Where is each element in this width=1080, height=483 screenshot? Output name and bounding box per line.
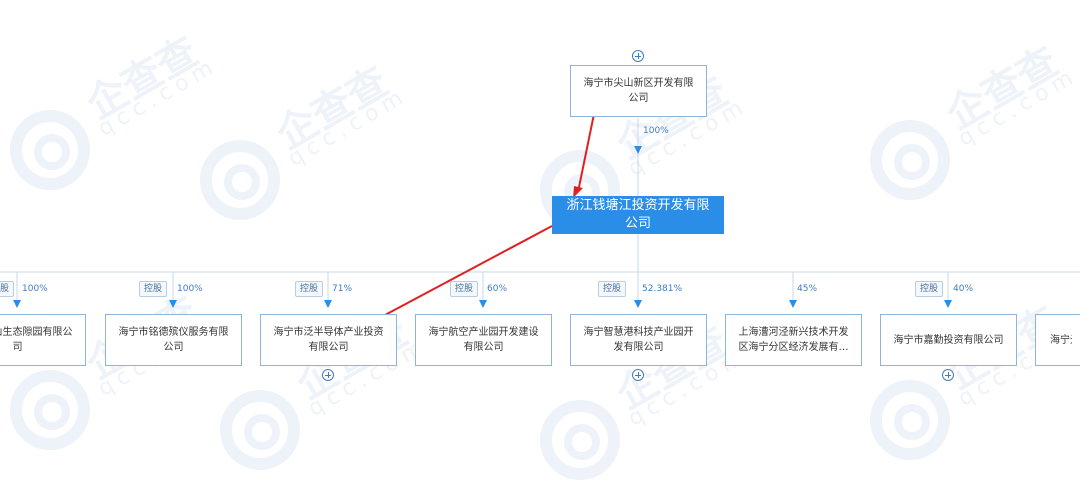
subsidiary-node[interactable]: 海宁航空产业园开发建设有限公司 (415, 314, 552, 366)
holding-tag: 控股 (915, 281, 944, 297)
subsidiary-name: 海宁市嘉勤投资有限公司 (893, 334, 1004, 346)
parent-company-name: 海宁市尖山新区开发有限公司 (583, 78, 694, 104)
subsidiary-name: 海宁智慧港科技产业园开发有限公司 (583, 327, 694, 353)
subsidiary-name: 海宁市铭德殡仪服务有限公司 (118, 327, 229, 353)
subsidiary-node[interactable]: 海宁市铭德殡仪服务有限公司 (105, 314, 242, 366)
subsidiary-node[interactable]: 海宁市泛半导体产业投资有限公司 (260, 314, 397, 366)
expand-subsidiary-icon[interactable] (942, 369, 954, 381)
expand-subsidiary-icon[interactable] (322, 369, 334, 381)
holding-tag: 控股 (0, 281, 15, 297)
holding-tag: 控股 (295, 281, 324, 297)
subsidiary-node[interactable]: 海宁尖山生态隙园有限公司 (0, 314, 86, 366)
subsidiary-node[interactable]: 海宁智慧港科技产业园开发有限公司 (570, 314, 707, 366)
share-percent: 71% (332, 284, 353, 294)
center-company-node[interactable]: 浙江钱塘江投资开发有限公司 (552, 196, 724, 234)
subsidiary-node[interactable]: 海宁光 (1035, 314, 1080, 366)
share-percent: 100% (22, 284, 48, 294)
subsidiary-name: 海宁光 (1050, 334, 1072, 346)
holding-tag: 控股 (139, 281, 168, 297)
expand-subsidiary-icon[interactable] (632, 369, 644, 381)
subsidiary-name: 海宁尖山生态隙园有限公司 (0, 327, 73, 353)
holding-tag: 控股 (598, 281, 627, 297)
subsidiary-name: 上海漕河泾新兴技术开发区海宁分区经济发展有限公司 (738, 327, 849, 353)
subsidiary-name: 海宁航空产业园开发建设有限公司 (428, 327, 539, 353)
parent-company-node[interactable]: 海宁市尖山新区开发有限公司 (570, 65, 707, 117)
subsidiary-node[interactable]: 上海漕河泾新兴技术开发区海宁分区经济发展有限公司 (725, 314, 862, 366)
share-percent: 52.381% (642, 284, 683, 294)
subsidiary-name: 海宁市泛半导体产业投资有限公司 (273, 327, 384, 353)
center-company-name: 浙江钱塘江投资开发有限公司 (566, 198, 710, 231)
subsidiary-node[interactable]: 海宁市嘉勤投资有限公司 (880, 314, 1017, 366)
share-percent: 60% (487, 284, 508, 294)
share-percent: 100% (177, 284, 203, 294)
share-percent: 40% (953, 284, 974, 294)
holding-tag: 控股 (450, 281, 479, 297)
share-percent: 45% (797, 284, 818, 294)
expand-parent-icon[interactable] (632, 50, 644, 62)
parent-share-percent: 100% (643, 126, 669, 136)
